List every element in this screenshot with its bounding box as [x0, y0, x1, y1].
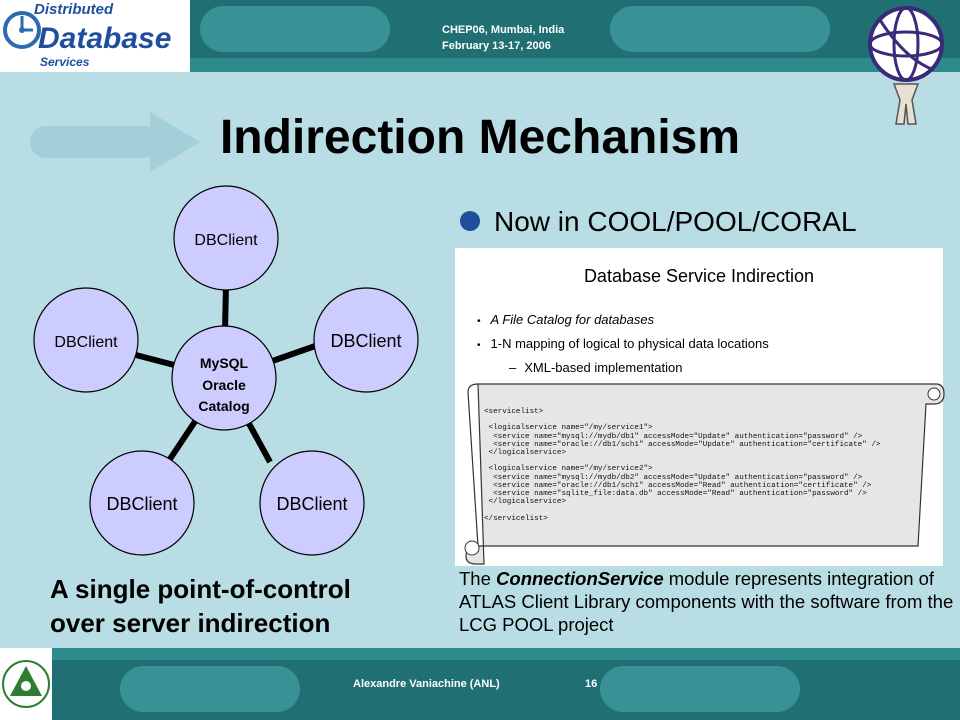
- xml-line: <logicalservice name="/my/service1">: [484, 424, 653, 433]
- dbclient-label-left: DBClient: [54, 334, 118, 351]
- xml-line: <service name="oracle://db1/sch1" access…: [484, 481, 872, 490]
- connection-service-description: The ConnectionService module represents …: [459, 567, 954, 636]
- logo-line-2: Database: [38, 22, 171, 55]
- xml-line: <service name="mysql://mydb/db1" accessM…: [484, 432, 863, 441]
- dbclient-label-top: DBClient: [194, 232, 258, 249]
- catalog-label-line-3: Catalog: [198, 398, 249, 414]
- callout-line-2: over server indirection: [50, 608, 331, 638]
- description-emphasis: ConnectionService: [496, 568, 664, 589]
- conference-name: CHEP06, Mumbai, India: [442, 24, 565, 36]
- indirection-diagram: DBClient DBClient DBClient DBClient DBCl…: [33, 185, 419, 556]
- conference-info: CHEP06, Mumbai, India February 13-17, 20…: [442, 22, 564, 54]
- catalog-label-line-1: MySQL: [200, 355, 249, 371]
- xml-line: <servicelist>: [484, 408, 544, 416]
- catalog-node-center: [171, 325, 277, 431]
- xml-scroll-graphic: [464, 383, 945, 565]
- catalog-label-line-2: Oracle: [202, 377, 246, 393]
- xml-line: </servicelist>: [484, 514, 548, 523]
- xml-line: <service name="mysql://mydb/db2" accessM…: [484, 473, 863, 482]
- dbclient-node-bottom-left: [89, 450, 195, 556]
- title-arrow-decoration: [30, 112, 200, 172]
- callout-line-1: A single point-of-control: [50, 574, 351, 604]
- callout-text: A single point-of-control over server in…: [50, 572, 351, 640]
- dbclient-label-right: DBClient: [330, 331, 401, 351]
- xml-line: [484, 506, 880, 514]
- description-suffix: module represents integration of ATLAS C…: [459, 568, 954, 635]
- xml-line: <service name="oracle://db1/sch1" access…: [484, 440, 881, 449]
- footer-band: [0, 648, 960, 720]
- footer-author: Alexandre Vaniachine (ANL): [353, 678, 500, 690]
- conference-dates: February 13-17, 2006: [442, 40, 551, 52]
- bullet-text: Now in COOL/POOL/CORAL: [494, 206, 857, 237]
- xml-line: <logicalservice name="/my/service2">: [484, 465, 653, 474]
- atlas-logo: [850, 0, 960, 128]
- bullet-point: Now in COOL/POOL/CORAL: [460, 206, 857, 238]
- dbclient-label-bottom-right: DBClient: [276, 494, 347, 514]
- page-number: 16: [585, 678, 598, 690]
- screenshot-item-1: •A File Catalog for databases: [477, 312, 655, 327]
- dbclient-node-bottom-right: [259, 450, 365, 556]
- dbclient-node-top: [173, 185, 279, 291]
- xml-code-block: <servicelist> <logicalservice name="/my/…: [484, 408, 880, 523]
- dbclient-label-bottom-left: DBClient: [106, 494, 177, 514]
- xml-line: <service name="sqlite_file:data.db" acce…: [484, 490, 867, 499]
- xml-line: [484, 457, 880, 465]
- logo-line-1: Distributed: [34, 1, 114, 18]
- xml-line: </logicalservice>: [484, 449, 567, 458]
- description-prefix: The: [459, 568, 497, 589]
- dbclient-node-left: [33, 287, 139, 393]
- xml-line: </logicalservice>: [484, 498, 567, 507]
- logo-line-3: Services: [40, 55, 90, 69]
- xml-line: [484, 416, 880, 424]
- distributed-database-services-logo: Distributed Database Services: [0, 0, 190, 72]
- slide-title: Indirection Mechanism: [219, 111, 741, 164]
- screenshot-title: Database Service Indirection: [583, 266, 815, 286]
- bullet-dot-icon: [460, 210, 480, 231]
- screenshot-subitem: –XML-based implementation: [509, 360, 683, 375]
- screenshot-item-2: •1-N mapping of logical to physical data…: [477, 336, 769, 351]
- argonne-logo: [0, 648, 52, 720]
- dbclient-node-right: [313, 287, 419, 393]
